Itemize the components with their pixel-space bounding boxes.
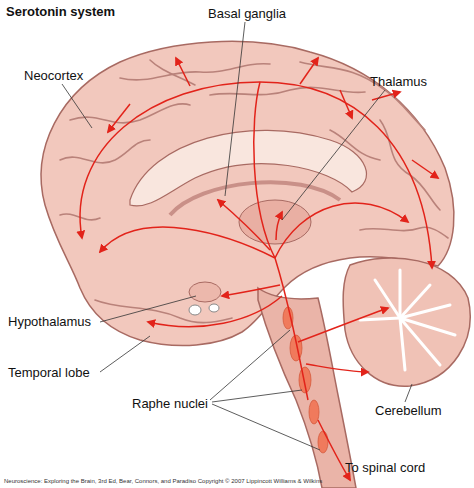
thalamus [239, 200, 311, 244]
projection-arrow [108, 104, 130, 132]
structure-label: Raphe nuclei [132, 396, 208, 411]
hypothalamus [189, 282, 221, 302]
projection-arrow [306, 364, 368, 372]
structure-label: Cerebellum [375, 403, 441, 418]
structure-label: Hypothalamus [8, 314, 91, 329]
projection-arrow [298, 308, 388, 342]
structure-label: Temporal lobe [8, 365, 90, 380]
arbor-branch [400, 305, 450, 318]
arbor-branch [400, 318, 440, 365]
projection-arrow [254, 82, 275, 258]
raphe-nucleus [299, 367, 311, 393]
leader-line [212, 390, 302, 402]
gyrus [300, 62, 425, 130]
pituitary [189, 305, 201, 315]
projection-arrow [80, 82, 432, 268]
leader-line [100, 296, 196, 322]
structure-label: To spinal cord [345, 460, 425, 475]
gyrus [95, 300, 232, 323]
projection-arrow [275, 258, 308, 400]
diagram-title: Serotonin system [6, 4, 115, 19]
structure-label: Thalamus [370, 74, 427, 89]
arbor-branch [360, 318, 400, 320]
projection-arrow [176, 58, 190, 86]
projection-arrow [218, 200, 270, 250]
leader-line [62, 84, 92, 128]
leader-line [405, 384, 412, 402]
cerebellum [343, 258, 470, 386]
leader-line [212, 404, 320, 450]
projection-arrow [300, 58, 318, 84]
structure-label: Basal ganglia [208, 6, 286, 21]
gyrus [380, 120, 440, 210]
projection-arrow [276, 212, 282, 240]
arbor-branch [400, 318, 405, 370]
copyright-note: Neuroscience: Exploring the Brain, 3rd E… [4, 478, 322, 485]
leader-line [210, 330, 290, 400]
arbor-branch [375, 280, 400, 318]
structure-label: Neocortex [24, 68, 83, 83]
leader-lines [62, 22, 412, 450]
leader-line [225, 22, 245, 196]
arbor-branch [399, 270, 402, 318]
gyrus [360, 227, 448, 238]
gyrus [60, 140, 150, 163]
projection-arrow [100, 227, 275, 258]
projection-arrow [222, 285, 280, 296]
gyrus [120, 64, 270, 80]
brainstem [258, 288, 356, 488]
projection-arrow [412, 160, 438, 178]
leader-line [100, 336, 150, 372]
projection-arrow [148, 296, 282, 327]
mammillary [209, 304, 219, 312]
projection-arrow [372, 92, 400, 100]
gyrus [70, 104, 190, 123]
leader-line [282, 90, 385, 220]
projection-arrow [275, 203, 408, 258]
projection-arrow [340, 90, 352, 118]
arbor-vitae [360, 270, 455, 370]
raphe-nuclei [283, 307, 328, 453]
